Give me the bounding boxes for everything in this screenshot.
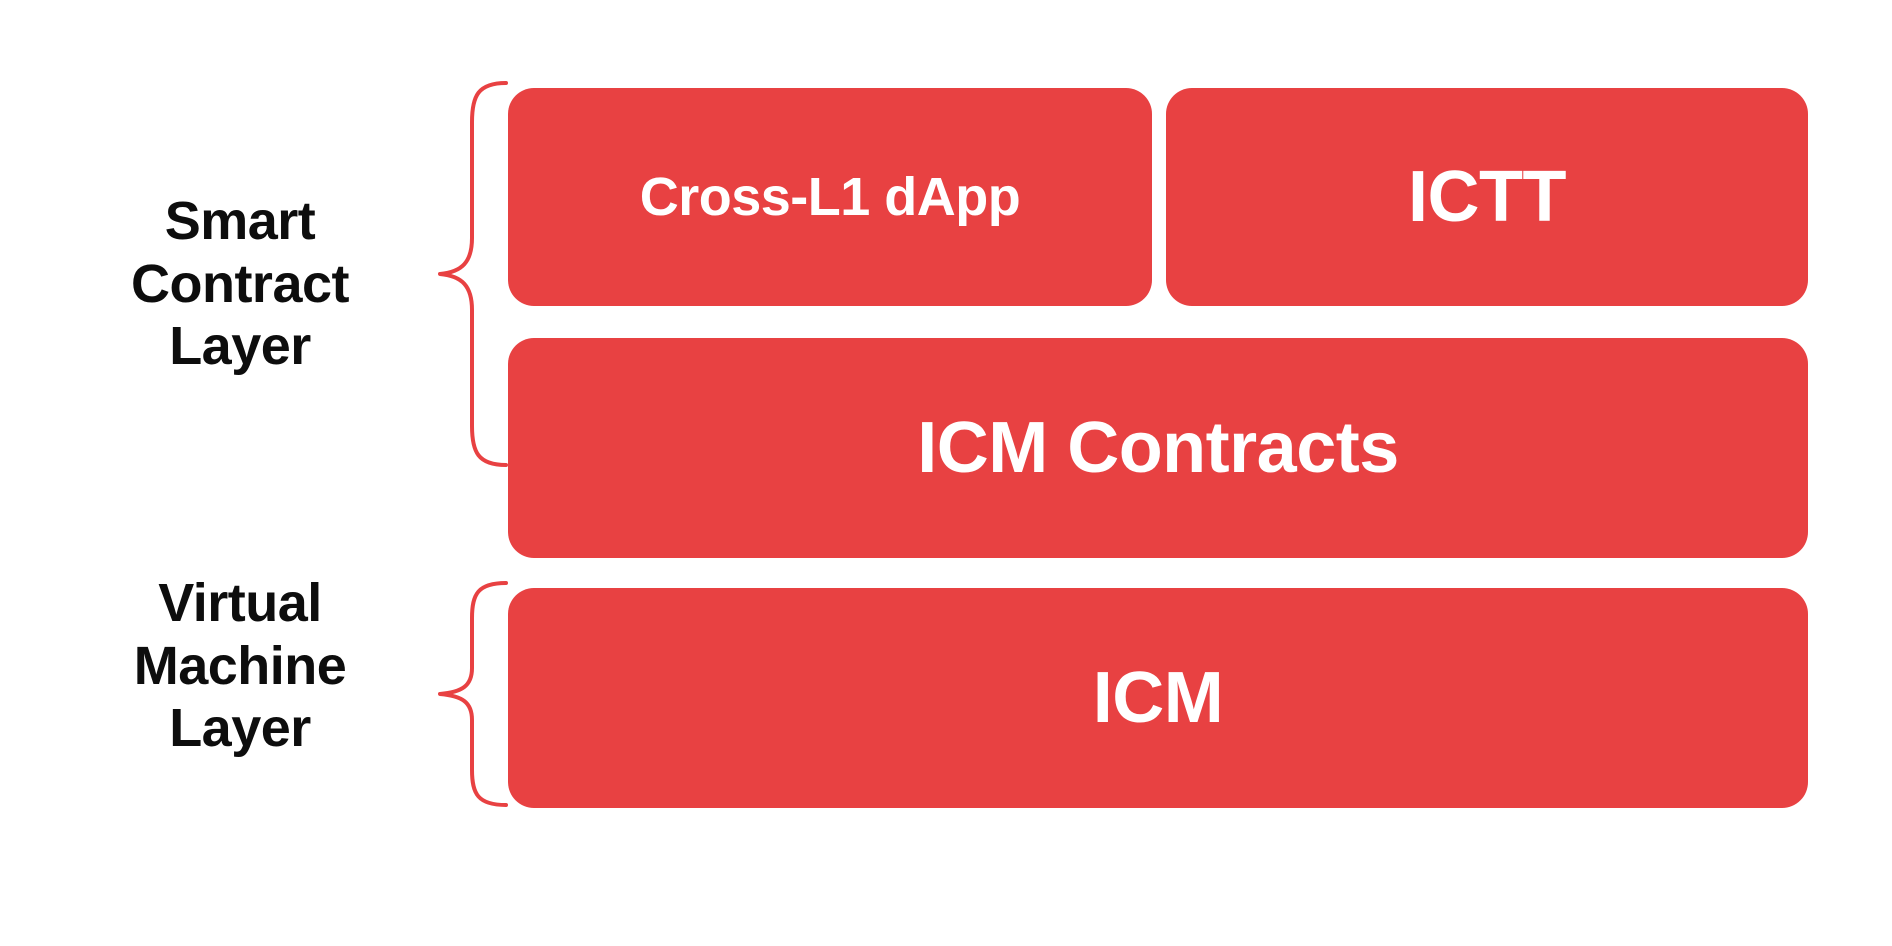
box-ictt[interactable]: ICTT [1166,88,1808,306]
box-icm-contracts[interactable]: ICM Contracts [508,338,1808,558]
box-cross-l1-dapp-label: Cross-L1 dApp [639,167,1021,227]
smart-contract-layer-label-line-2: Contract [130,253,350,314]
smart-contract-layer-label: Smart Contract Layer [60,190,420,378]
curly-brace-icon-virtual-machine [438,581,508,807]
box-ictt-label: ICTT [1408,157,1566,237]
box-icm[interactable]: ICM [508,588,1808,808]
box-icm-contracts-label: ICM Contracts [917,408,1399,488]
virtual-machine-layer-label-line-1: Virtual [158,573,322,633]
smart-contract-layer-label-line-1: Smart [164,191,316,251]
box-icm-label: ICM [1092,658,1224,738]
box-cross-l1-dapp[interactable]: Cross-L1 dApp [508,88,1152,306]
virtual-machine-layer-label: Virtual Machine Layer [60,572,420,760]
virtual-machine-layer-label-line-2: Machine [133,635,347,696]
curly-brace-icon-smart-contract [438,81,508,467]
smart-contract-layer-label-line-3: Layer [169,316,311,377]
virtual-machine-layer-label-line-3: Layer [169,698,311,759]
